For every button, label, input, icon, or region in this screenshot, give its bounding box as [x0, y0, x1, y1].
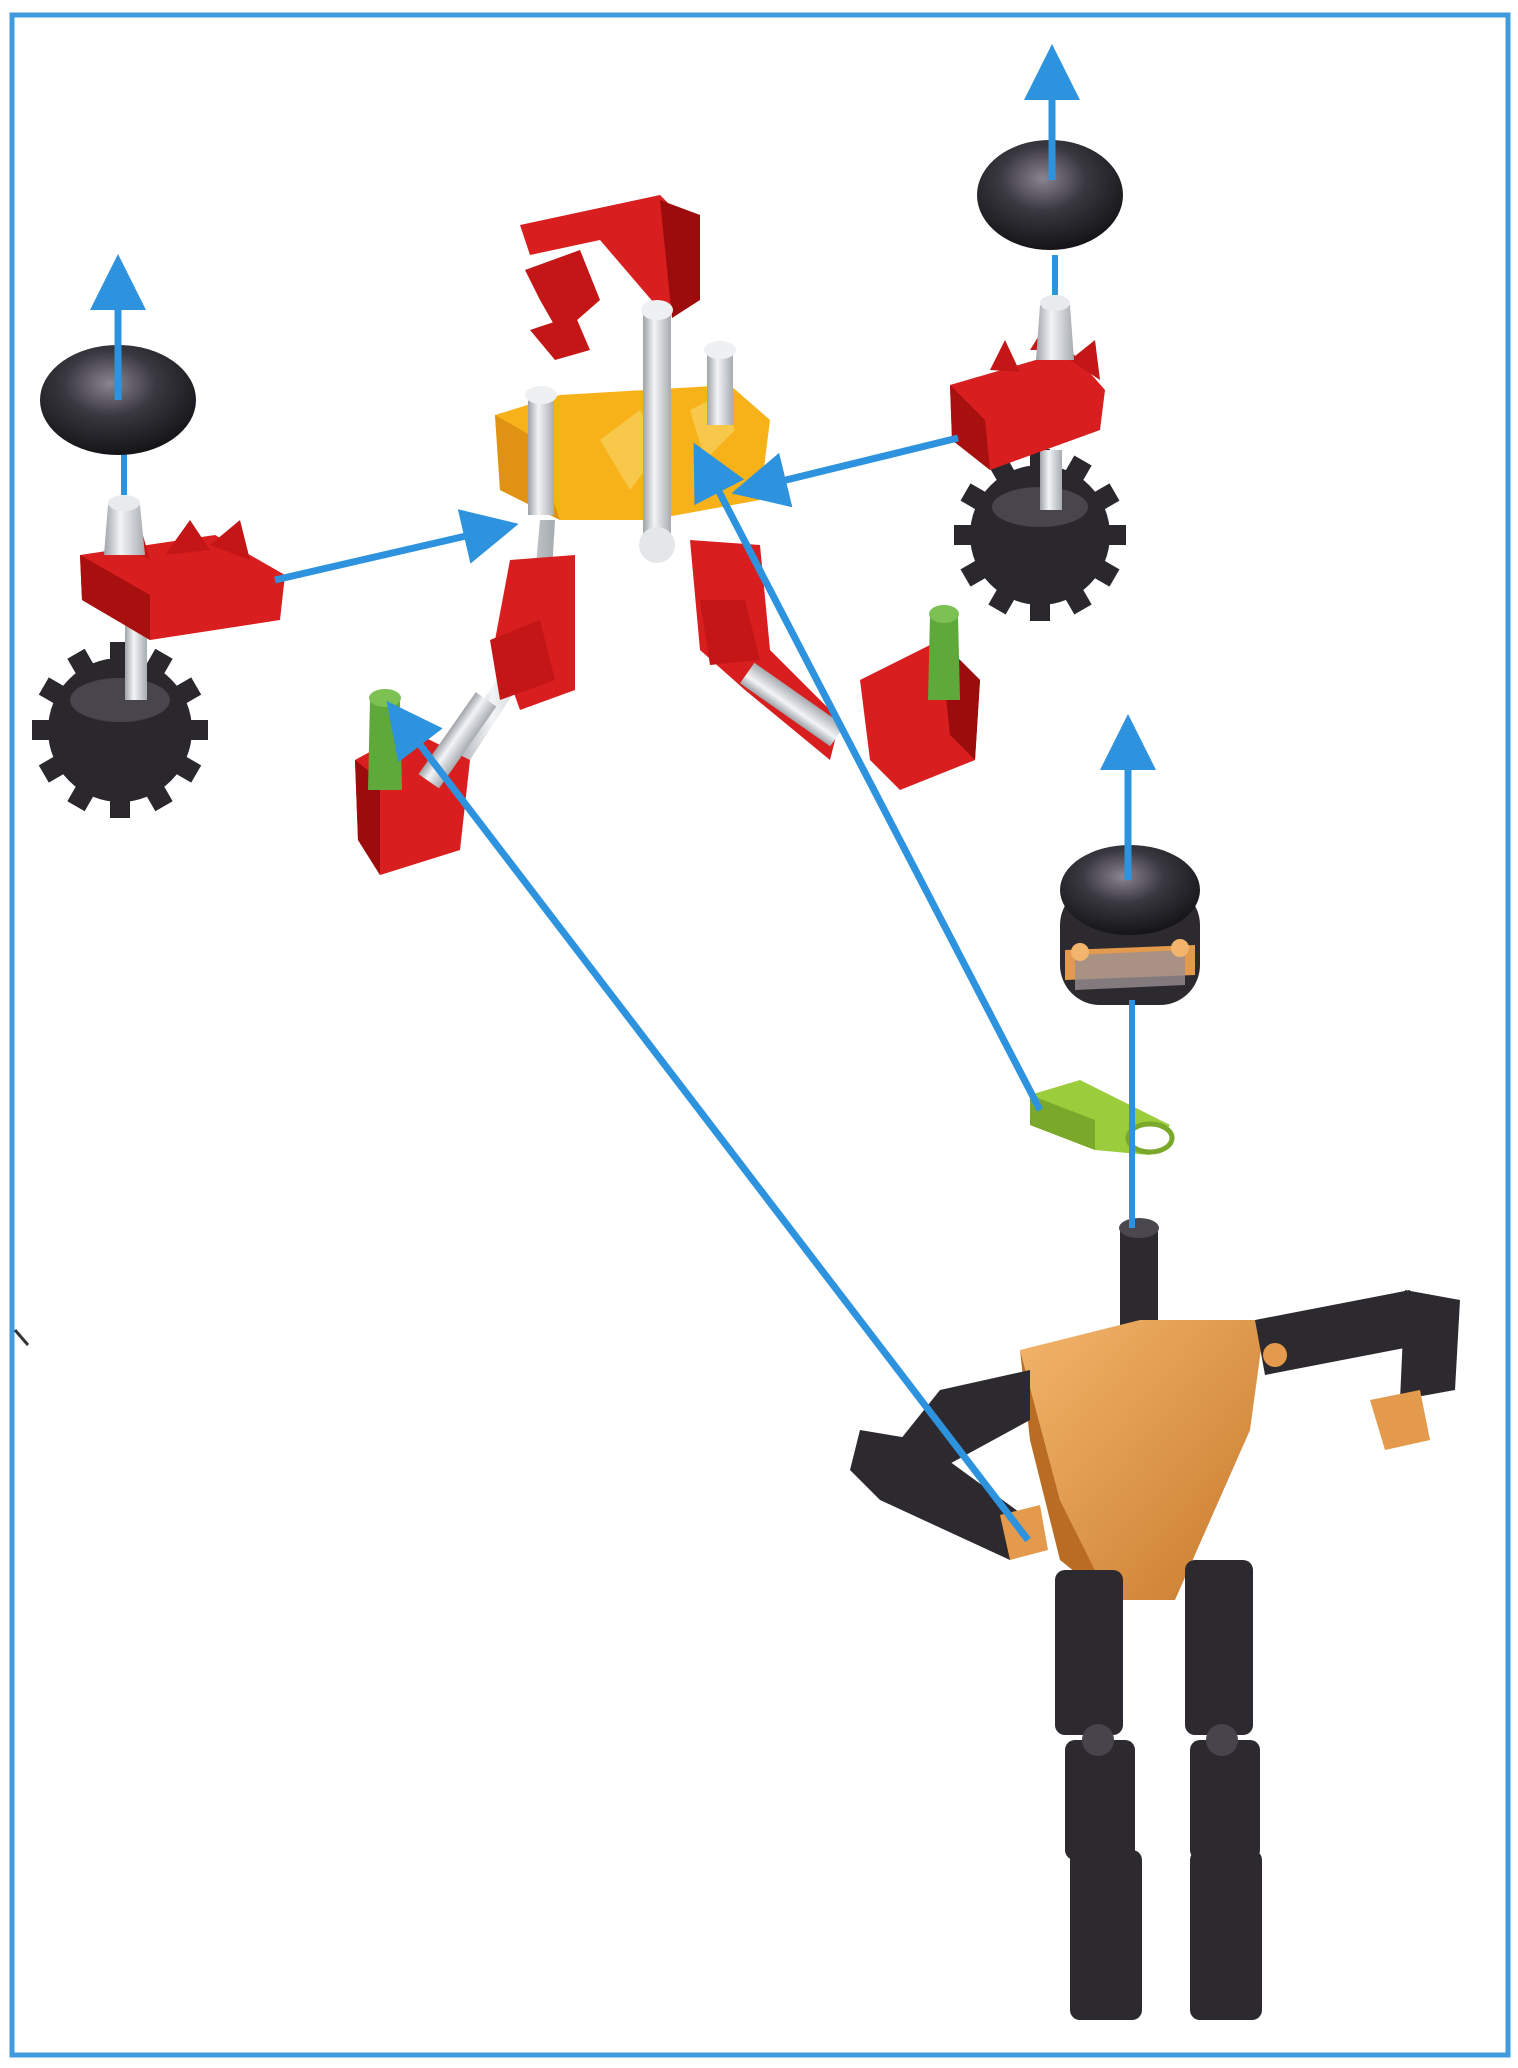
hub-rod-left-top: [525, 386, 557, 404]
assembly-arrow-right: [745, 438, 958, 490]
page-frame: [12, 15, 1508, 2055]
hub-rod-center: [643, 310, 671, 540]
red-leg-right-icon: [690, 540, 980, 790]
hub-rod-left: [528, 395, 554, 515]
red-top-bracket: [520, 195, 700, 360]
pin-right: [1036, 305, 1074, 360]
pin-left-top: [108, 495, 140, 511]
green-pin-icon: [368, 689, 402, 790]
assembly-arrow-hand: [395, 712, 1028, 1540]
hub-rod-center-top: [641, 300, 673, 320]
rod-right: [1040, 450, 1062, 510]
hub-rod-right: [707, 350, 733, 425]
robot-leg-right: [1185, 1560, 1262, 2020]
assembly-arrow-icon: [275, 527, 505, 580]
pin-left: [104, 505, 145, 555]
red-connector-right-icon: [950, 318, 1105, 470]
scan-mark: [15, 1330, 28, 1345]
robot-figure-icon: [850, 1218, 1460, 2020]
hub-rod-right-top: [704, 341, 736, 359]
lime-clip-icon: [1030, 1080, 1172, 1155]
robot-leg-left: [1055, 1570, 1142, 2020]
pin-right-top: [1040, 295, 1070, 311]
robot-torso: [1020, 1320, 1265, 1600]
gear-left-icon: [32, 642, 208, 818]
hub-rod-center-ball: [639, 527, 675, 563]
